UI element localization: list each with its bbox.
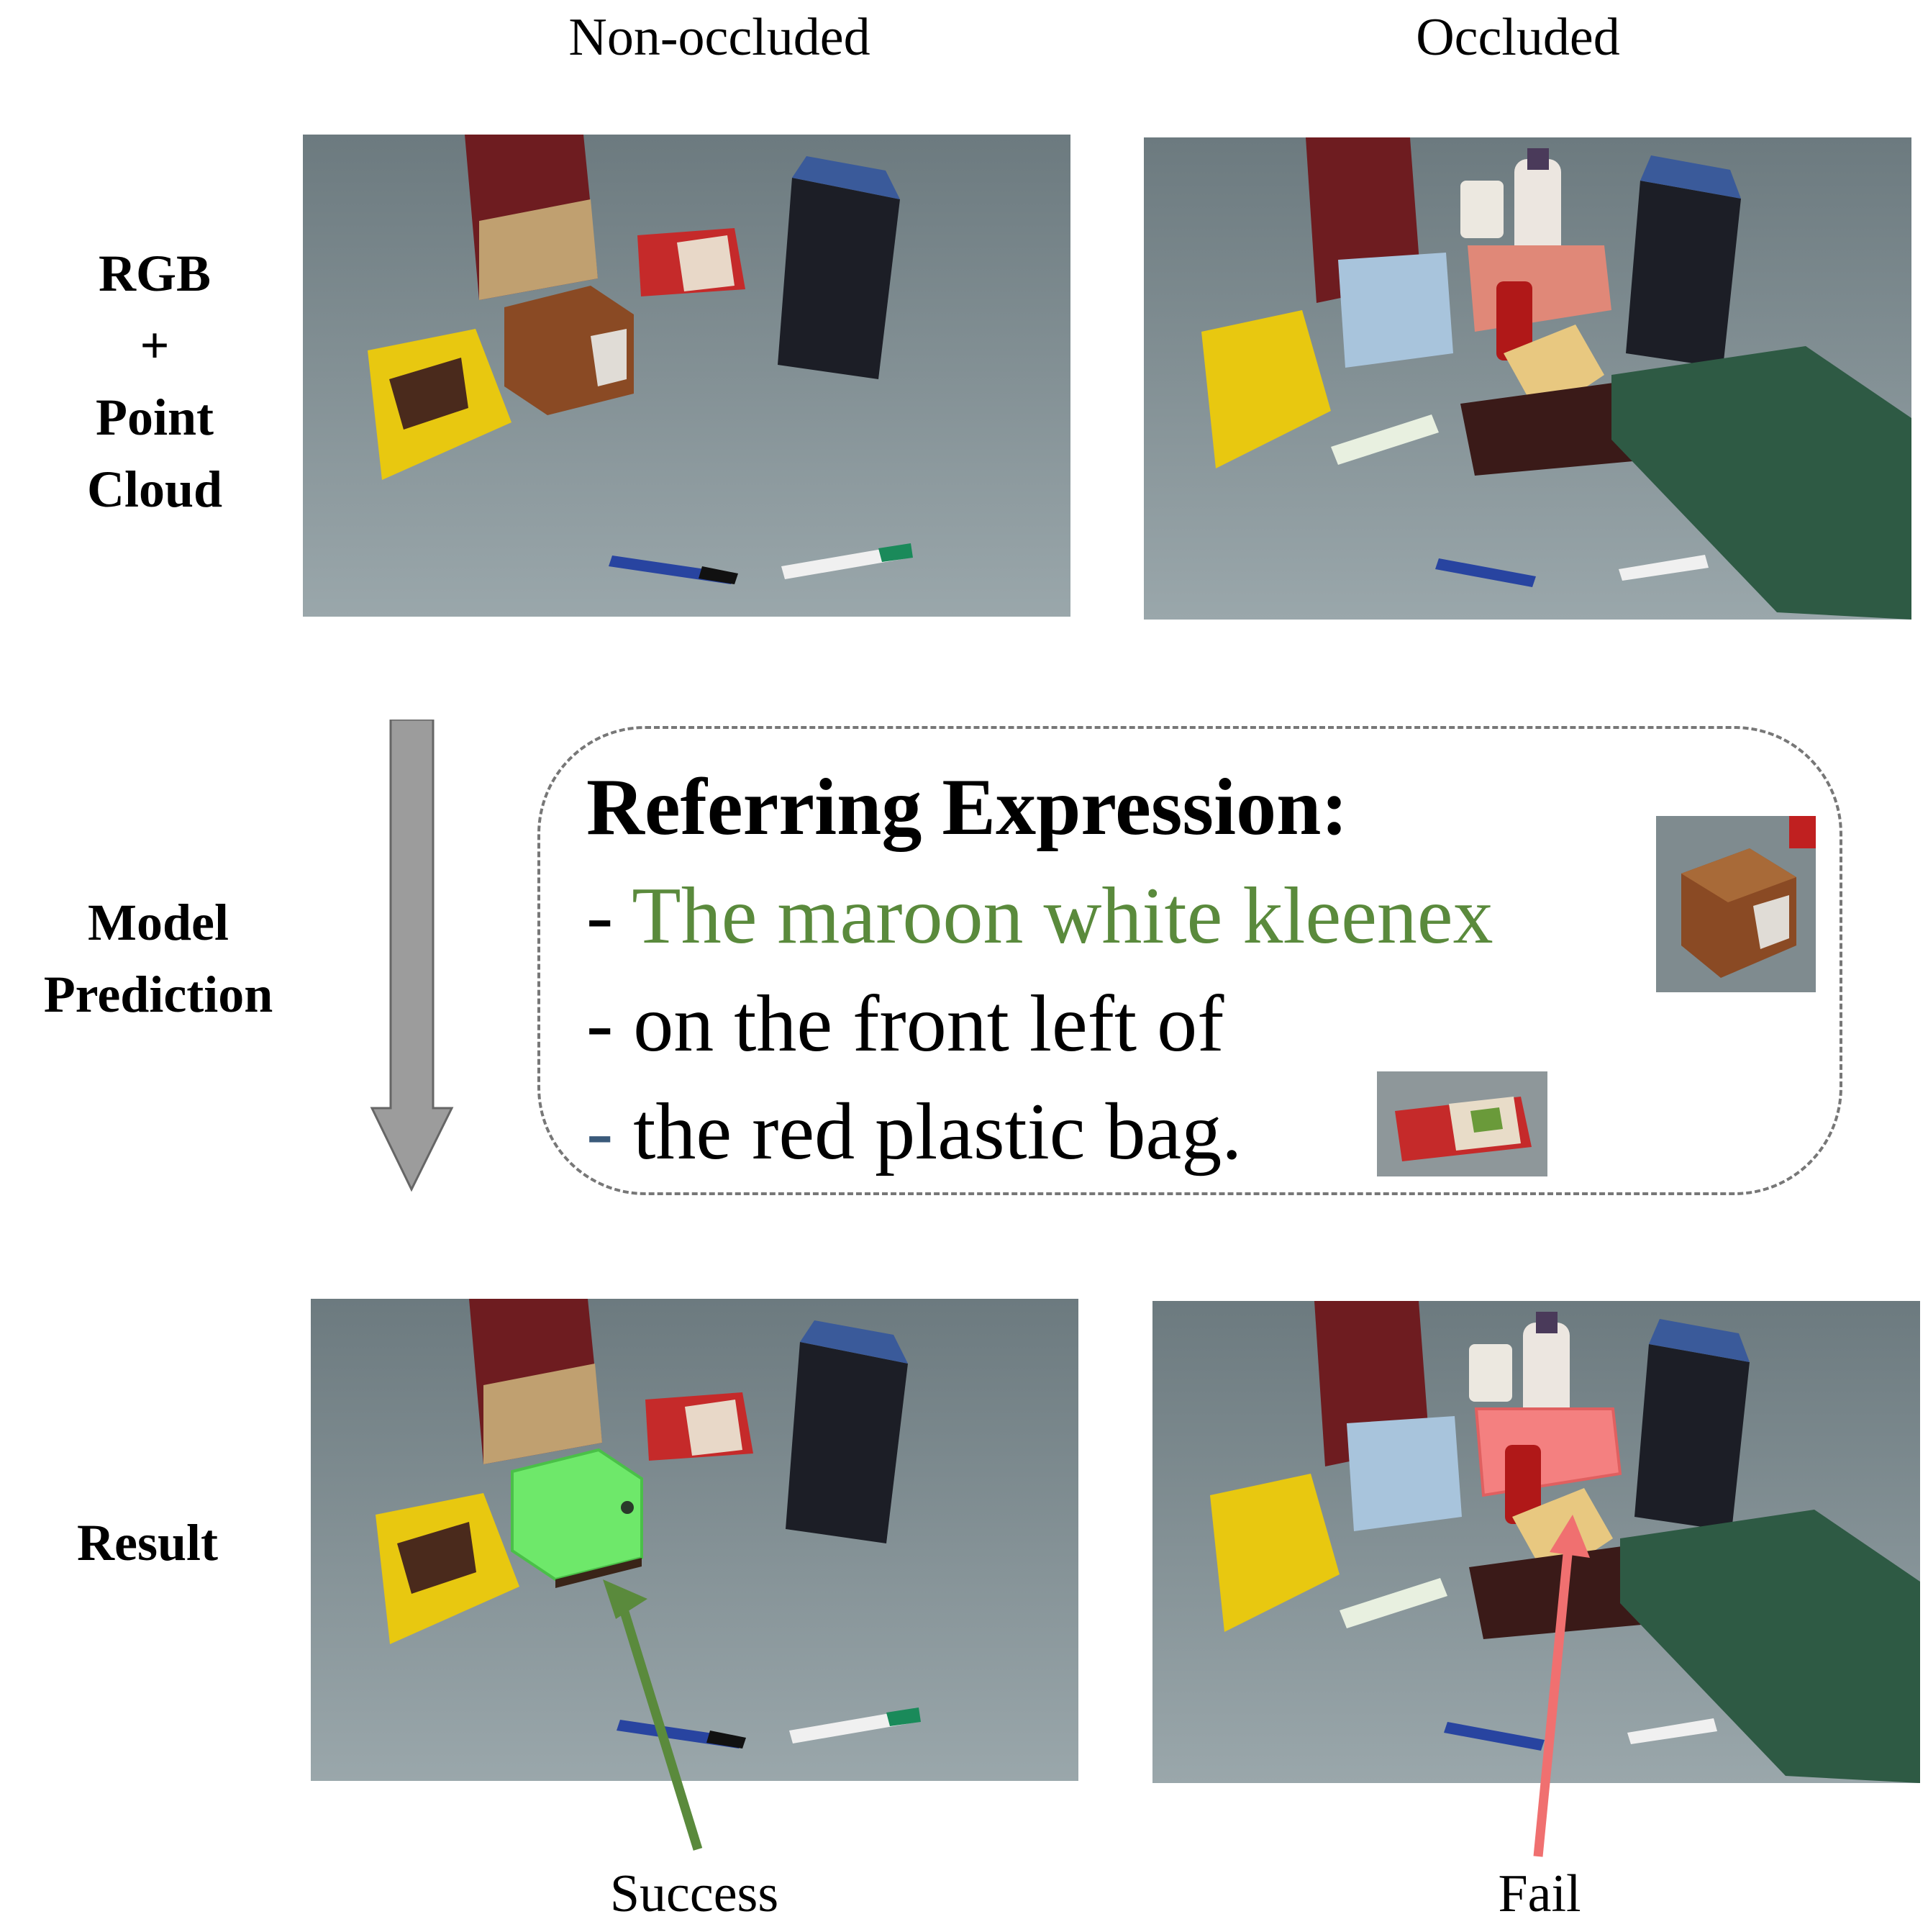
referring-expression-title: Referring Expression: — [586, 763, 1348, 852]
row-label-input-line: + — [140, 317, 170, 374]
expression-line-relation: - on the front left of — [586, 978, 1224, 1071]
row-label-input-line: Point — [95, 389, 214, 446]
row-label-prediction-line: Prediction — [43, 966, 273, 1023]
up-arrow-icon — [603, 1579, 703, 1851]
row-label-result: Result — [77, 1514, 218, 1572]
scene-photo-non-occluded — [303, 135, 1070, 617]
column-header-non-occluded: Non-occluded — [568, 8, 870, 67]
row-label-prediction: Model Prediction — [14, 886, 302, 1030]
caption-success: Success — [609, 1864, 779, 1923]
result-photo-non-occluded — [311, 1299, 1078, 1781]
success-mask — [511, 1448, 643, 1582]
expression-line-anchor: - the red plastic bag. — [586, 1086, 1242, 1179]
thumbnail-red-bag — [1377, 1071, 1547, 1176]
expression-line-target: - The maroon white kleenex — [586, 870, 1493, 963]
scene-photo-occluded — [1144, 137, 1911, 620]
expression-dash: - — [586, 979, 634, 1069]
up-arrow-icon — [1533, 1515, 1590, 1857]
expression-dash: - — [586, 871, 632, 961]
caption-fail: Fail — [1498, 1864, 1581, 1923]
column-header-occluded: Occluded — [1416, 8, 1620, 67]
referring-expression-box — [537, 726, 1842, 1195]
row-label-input-line: Cloud — [86, 461, 223, 518]
result-photo-occluded — [1152, 1301, 1920, 1783]
row-label-input-line: RGB — [98, 245, 212, 302]
expression-target-text: The maroon white kleenex — [632, 871, 1493, 961]
thumbnail-kleenex — [1656, 816, 1816, 992]
expression-relation-text: on the front left of — [633, 979, 1224, 1069]
down-arrow-icon — [370, 720, 454, 1192]
expression-dash: - — [586, 1087, 634, 1176]
expression-anchor-text: the red plastic bag. — [633, 1087, 1242, 1176]
row-label-input: RGB + Point Cloud — [29, 237, 281, 525]
row-label-prediction-line: Model — [88, 894, 229, 951]
